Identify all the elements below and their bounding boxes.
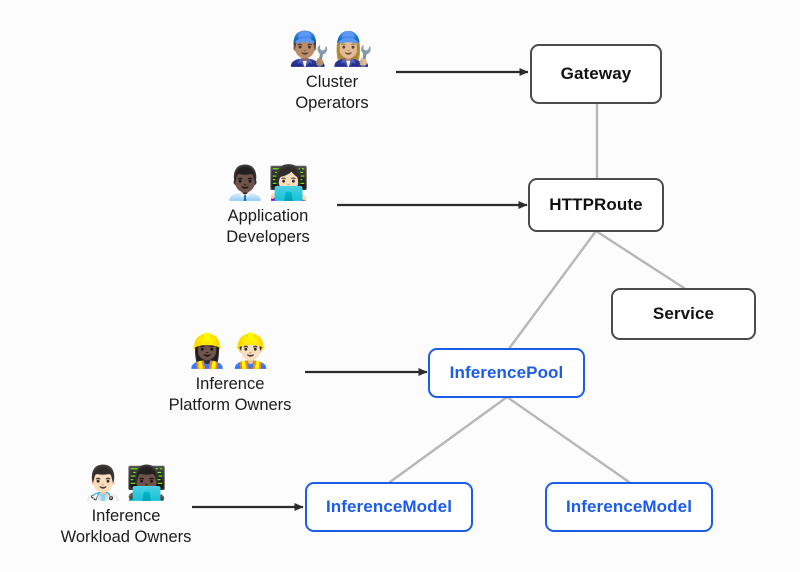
- node-inferencemodel-2-label: InferenceModel: [565, 497, 693, 516]
- application-developers-label: Application Developers: [226, 206, 309, 248]
- persona-cluster-operators: 👨🏽‍🔧👩🏼‍🔧 Cluster Operators: [222, 28, 442, 114]
- inference-platform-owners-emoji-group: 👷🏿‍♀️👷🏻‍♂️: [187, 330, 273, 372]
- edge-httproute-service: [594, 229, 686, 290]
- inference-workload-owners-label: Inference Workload Owners: [61, 506, 192, 548]
- node-httproute-label: HTTPRoute: [549, 195, 643, 214]
- application-developers-label-line2: Developers: [226, 228, 310, 246]
- edge-inferencepool-inferencemodel2: [505, 395, 631, 484]
- node-gateway[interactable]: Gateway: [530, 44, 662, 104]
- inference-workload-owners-emoji-group: 👨🏻‍⚕️👨🏿‍💻: [83, 462, 169, 504]
- cluster-operators-emoji-group: 👨🏽‍🔧👩🏼‍🔧: [289, 28, 375, 70]
- node-inferencemodel-1-label: InferenceModel: [325, 497, 453, 516]
- inference-platform-owners-label-line2: Platform Owners: [168, 396, 292, 414]
- cluster-operators-label-line1: Cluster: [305, 73, 359, 91]
- node-service-label: Service: [652, 304, 715, 323]
- woman-construction-worker-icon: 👷🏿‍♀️👷🏻‍♂️: [186, 331, 274, 370]
- node-inferencepool-label: InferencePool: [449, 363, 564, 382]
- cluster-operators-label-line2: Operators: [295, 94, 369, 112]
- edge-inferencepool-inferencemodel1: [388, 395, 509, 484]
- node-inferencepool[interactable]: InferencePool: [428, 348, 585, 398]
- man-mechanic-icon: 👨🏽‍🔧👩🏼‍🔧: [288, 29, 376, 68]
- persona-inference-workload-owners: 👨🏻‍⚕️👨🏿‍💻 Inference Workload Owners: [16, 462, 236, 548]
- node-inferencemodel-1[interactable]: InferenceModel: [305, 482, 473, 532]
- persona-application-developers: 👨🏿‍💼👩🏻‍💻 Application Developers: [158, 162, 378, 248]
- edge-httproute-inferencepool: [506, 229, 598, 352]
- inference-platform-owners-label-line1: Inference: [195, 375, 265, 393]
- inference-platform-owners-label: Inference Platform Owners: [169, 374, 292, 416]
- cluster-operators-label: Cluster Operators: [295, 72, 368, 114]
- inference-workload-owners-label-line2: Workload Owners: [60, 528, 192, 546]
- inference-workload-owners-label-line1: Inference: [91, 507, 161, 525]
- node-gateway-label: Gateway: [560, 64, 632, 83]
- persona-inference-platform-owners: 👷🏿‍♀️👷🏻‍♂️ Inference Platform Owners: [120, 330, 340, 416]
- application-developers-emoji-group: 👨🏿‍💼👩🏻‍💻: [225, 162, 311, 204]
- man-office-worker-icon: 👨🏿‍💼👩🏻‍💻: [224, 163, 312, 202]
- node-httproute[interactable]: HTTPRoute: [528, 178, 664, 232]
- node-service[interactable]: Service: [611, 288, 756, 340]
- node-inferencemodel-2[interactable]: InferenceModel: [545, 482, 713, 532]
- application-developers-label-line1: Application: [227, 207, 309, 225]
- health-worker-icon: 👨🏻‍⚕️👨🏿‍💻: [82, 463, 170, 502]
